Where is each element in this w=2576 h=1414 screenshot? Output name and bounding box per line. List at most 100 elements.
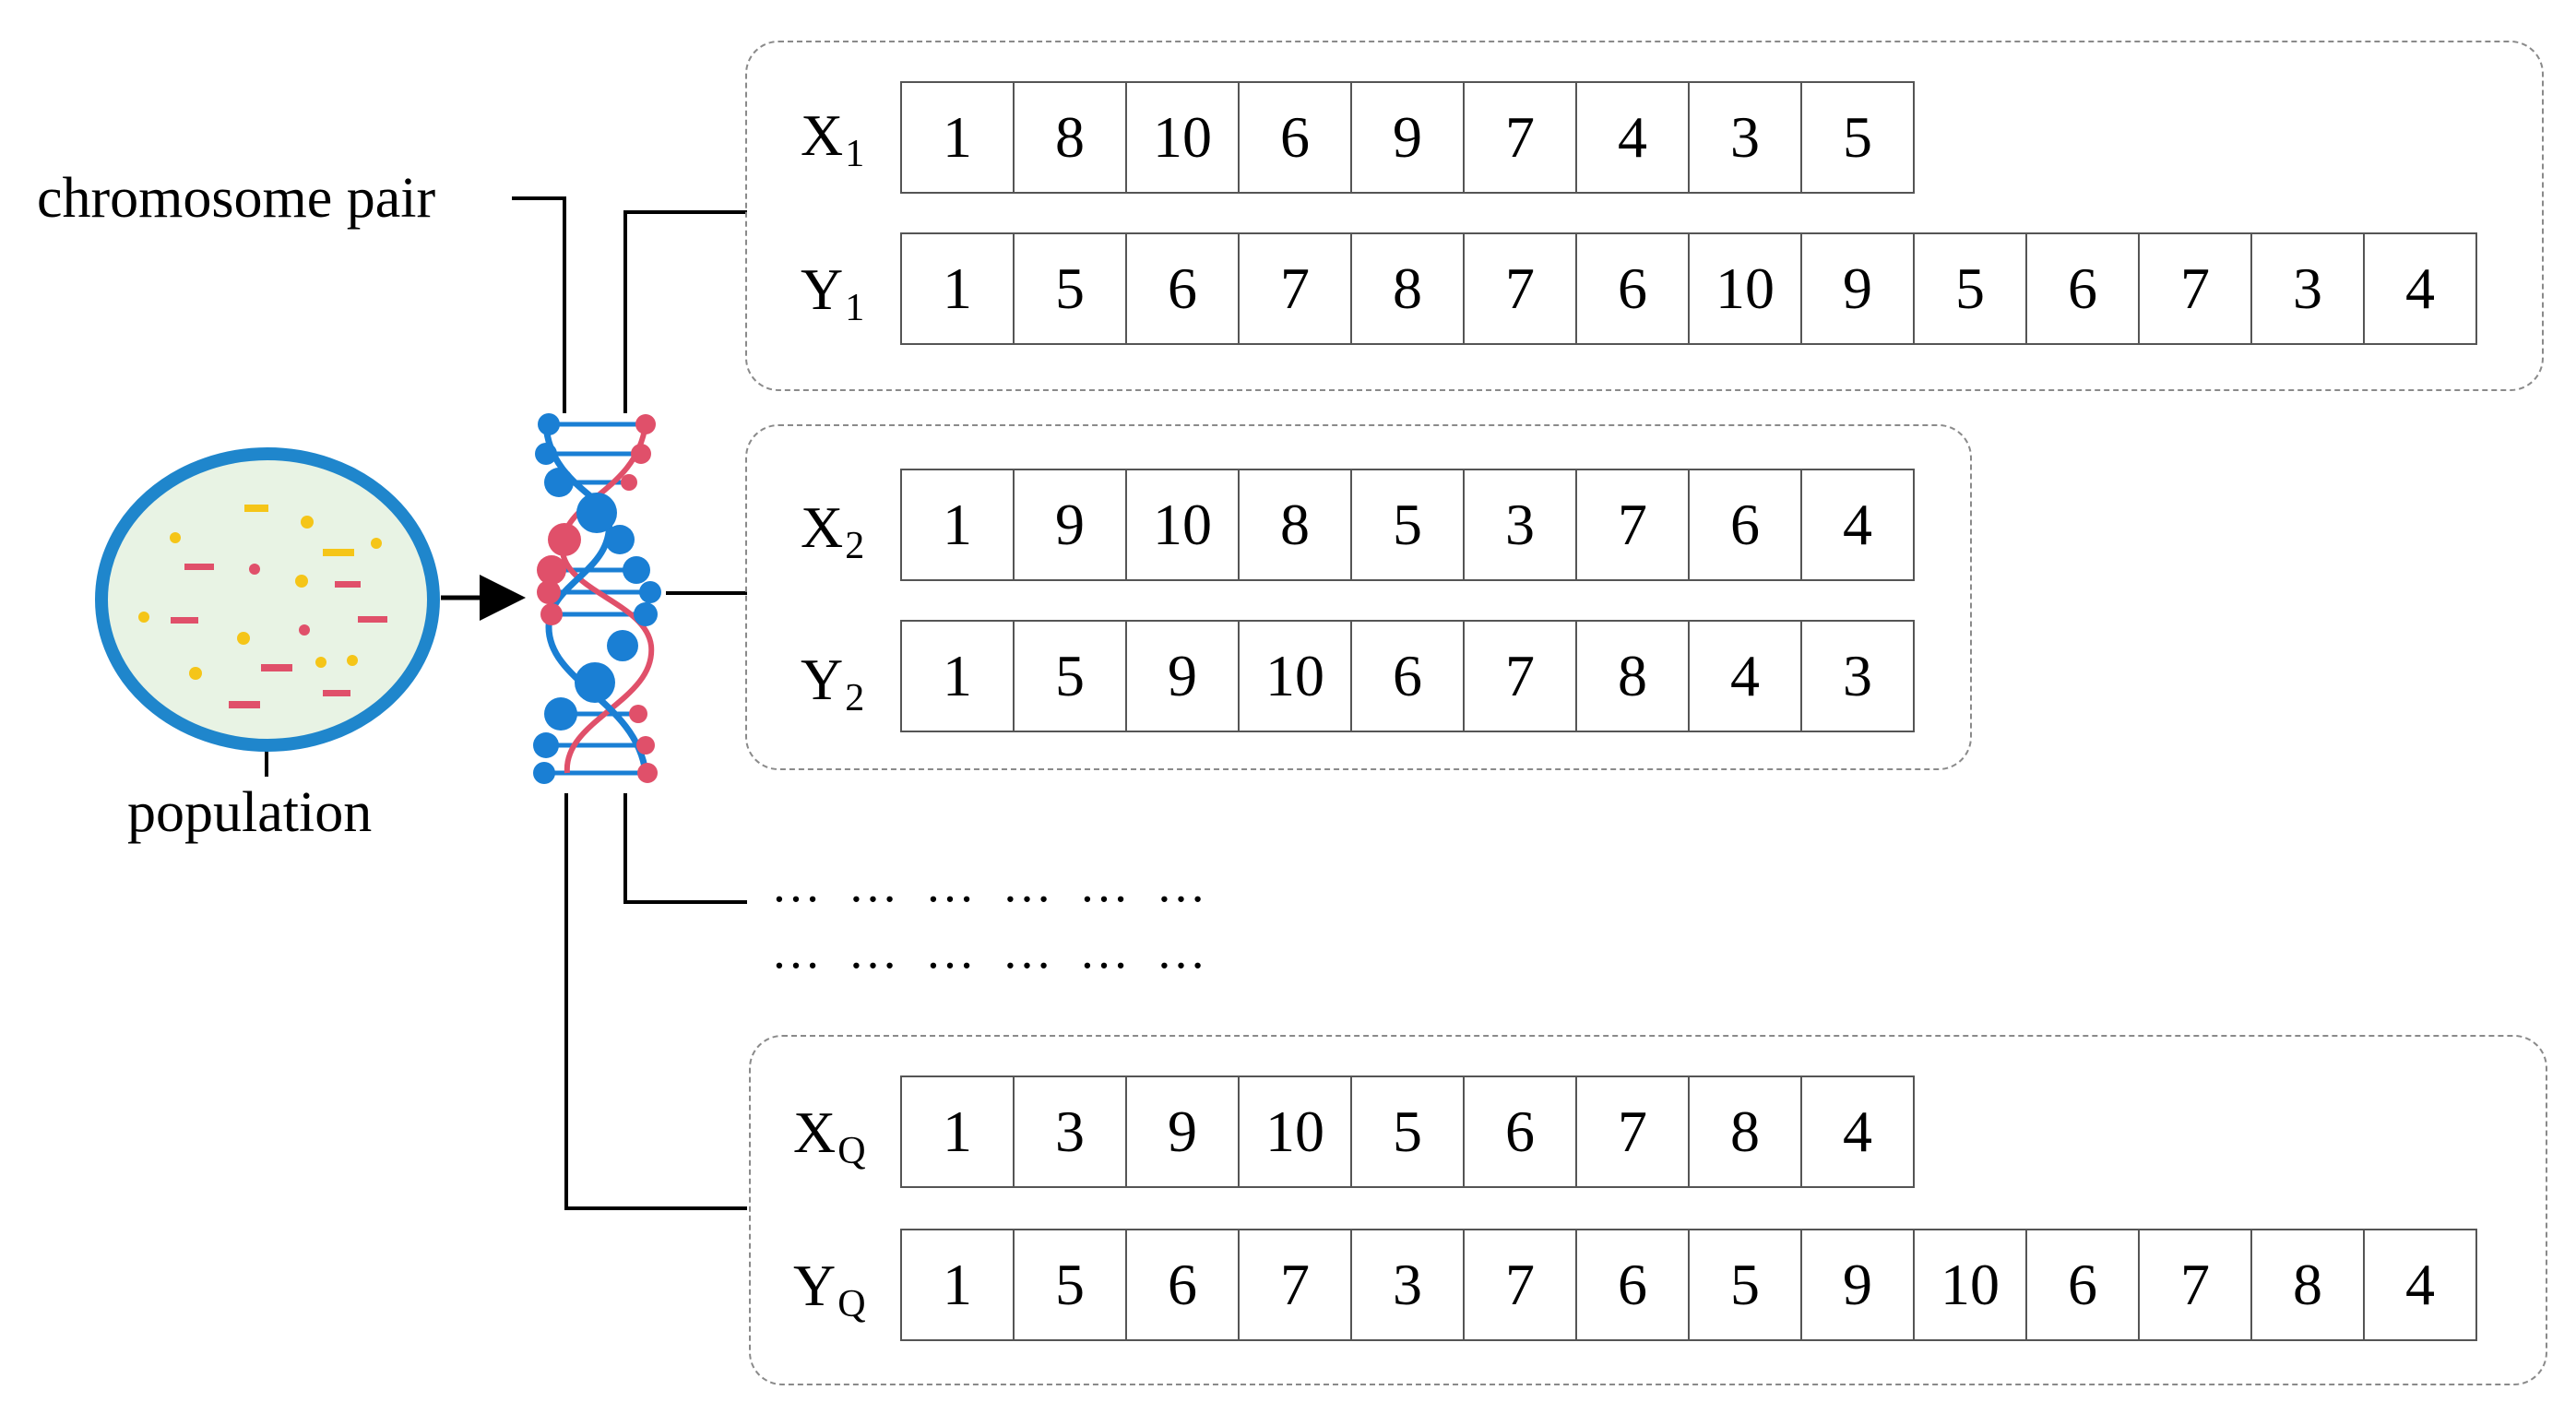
gene-cell: 4	[1800, 469, 1915, 581]
gene-cell: 7	[1575, 1075, 1690, 1188]
y1-label: Y1	[801, 260, 864, 328]
x1-sequence: 1 8 10 6 9 7 4 3 5	[900, 81, 1915, 194]
x1-label: X1	[801, 106, 864, 174]
y1-subscript: 1	[845, 287, 865, 329]
gene-cell: 5	[1013, 1229, 1127, 1341]
gene-cell: 5	[1350, 469, 1465, 581]
gene-cell: 7	[1238, 232, 1352, 345]
gene-cell: 7	[1463, 232, 1577, 345]
y2-subscript: 2	[845, 677, 865, 719]
gene-cell: 5	[1013, 620, 1127, 732]
y2-letter: Y	[801, 647, 844, 712]
xq-label: XQ	[793, 1103, 866, 1171]
gene-cell: 1	[900, 1075, 1015, 1188]
gene-cell: 5	[1013, 232, 1127, 345]
gene-cell: 6	[1688, 469, 1802, 581]
population-label: population	[127, 781, 373, 844]
gene-cell: 1	[900, 232, 1015, 345]
gene-cell: 7	[1238, 1229, 1352, 1341]
gene-cell: 4	[2363, 232, 2477, 345]
gene-cell: 7	[2138, 232, 2252, 345]
gene-cell: 1	[900, 620, 1015, 732]
gene-cell: 5	[1800, 81, 1915, 194]
ellipsis-row-2: … … … … … …	[771, 923, 1214, 979]
gene-cell: 6	[1125, 232, 1240, 345]
gene-cell: 6	[2025, 1229, 2140, 1341]
gene-cell: 5	[1350, 1075, 1465, 1188]
gene-cell: 7	[1463, 1229, 1577, 1341]
gene-cell: 3	[2250, 232, 2365, 345]
gene-cell: 7	[1463, 81, 1577, 194]
connector-group-1	[623, 210, 747, 413]
gene-cell: 6	[1350, 620, 1465, 732]
gene-cell: 3	[1463, 469, 1577, 581]
gene-cell: 7	[2138, 1229, 2252, 1341]
y2-label: Y2	[801, 647, 864, 719]
gene-cell: 10	[1125, 469, 1240, 581]
gene-cell: 8	[1350, 232, 1465, 345]
connector-ellipsis	[623, 793, 747, 904]
gene-cell: 10	[1238, 1075, 1352, 1188]
gene-cell: 6	[1238, 81, 1352, 194]
gene-cell: 10	[1125, 81, 1240, 194]
x2-letter: X	[801, 494, 844, 560]
x2-subscript: 2	[845, 525, 865, 567]
ellipsis-row-1: … … … … … …	[771, 857, 1214, 912]
gene-cell: 6	[1125, 1229, 1240, 1341]
gene-cell: 3	[1350, 1229, 1465, 1341]
gene-cell: 3	[1800, 620, 1915, 732]
gene-cell: 1	[900, 81, 1015, 194]
chromosome-pair-leader-line	[512, 196, 566, 413]
gene-cell: 6	[1463, 1075, 1577, 1188]
gene-cell: 5	[1688, 1229, 1802, 1341]
xq-sequence: 1 3 9 10 5 6 7 8 4	[900, 1075, 1915, 1188]
gene-cell: 8	[2250, 1229, 2365, 1341]
gene-cell: 8	[1688, 1075, 1802, 1188]
gene-cell: 4	[1575, 81, 1690, 194]
gene-cell: 8	[1013, 81, 1127, 194]
gene-cell: 10	[1913, 1229, 2027, 1341]
gene-cell: 8	[1238, 469, 1352, 581]
xq-subscript: Q	[837, 1130, 866, 1172]
gene-cell: 1	[900, 1229, 1015, 1341]
yq-subscript: Q	[837, 1283, 866, 1325]
gene-cell: 9	[1013, 469, 1127, 581]
gene-cell: 9	[1125, 620, 1240, 732]
gene-cell: 3	[1688, 81, 1802, 194]
gene-cell: 10	[1238, 620, 1352, 732]
y2-sequence: 1 5 9 10 6 7 8 4 3	[900, 620, 1915, 732]
gene-cell: 6	[1575, 232, 1690, 345]
connector-group-q	[564, 793, 747, 1210]
x1-subscript: 1	[845, 133, 865, 175]
x1-letter: X	[801, 102, 844, 168]
gene-cell: 7	[1463, 620, 1577, 732]
y1-sequence: 1 5 6 7 8 7 6 10 9 5 6 7 3 4	[900, 232, 2477, 345]
gene-cell: 4	[1688, 620, 1802, 732]
gene-cell: 1	[900, 469, 1015, 581]
gene-cell: 3	[1013, 1075, 1127, 1188]
gene-cell: 8	[1575, 620, 1690, 732]
chromosome-pair-label: chromosome pair	[37, 167, 436, 230]
gene-cell: 10	[1688, 232, 1802, 345]
gene-cell: 4	[2363, 1229, 2477, 1341]
gene-cell: 6	[2025, 232, 2140, 345]
dna-helix-icon	[533, 413, 661, 784]
chromosome-pair-box-2	[745, 424, 1972, 770]
yq-label: YQ	[793, 1253, 866, 1325]
x2-label: X2	[801, 498, 864, 566]
gene-cell: 9	[1800, 232, 1915, 345]
gene-cell: 9	[1350, 81, 1465, 194]
chromosome-pair-box-1	[745, 41, 2544, 391]
xq-letter: X	[793, 1099, 837, 1165]
gene-cell: 9	[1800, 1229, 1915, 1341]
yq-letter: Y	[793, 1253, 837, 1318]
gene-cell: 6	[1575, 1229, 1690, 1341]
gene-cell: 5	[1913, 232, 2027, 345]
petri-dish-icon	[95, 447, 440, 752]
gene-cell: 7	[1575, 469, 1690, 581]
yq-sequence: 1 5 6 7 3 7 6 5 9 10 6 7 8 4	[900, 1229, 2477, 1341]
y1-letter: Y	[801, 256, 844, 322]
chromosome-pair-box-q	[749, 1035, 2547, 1385]
